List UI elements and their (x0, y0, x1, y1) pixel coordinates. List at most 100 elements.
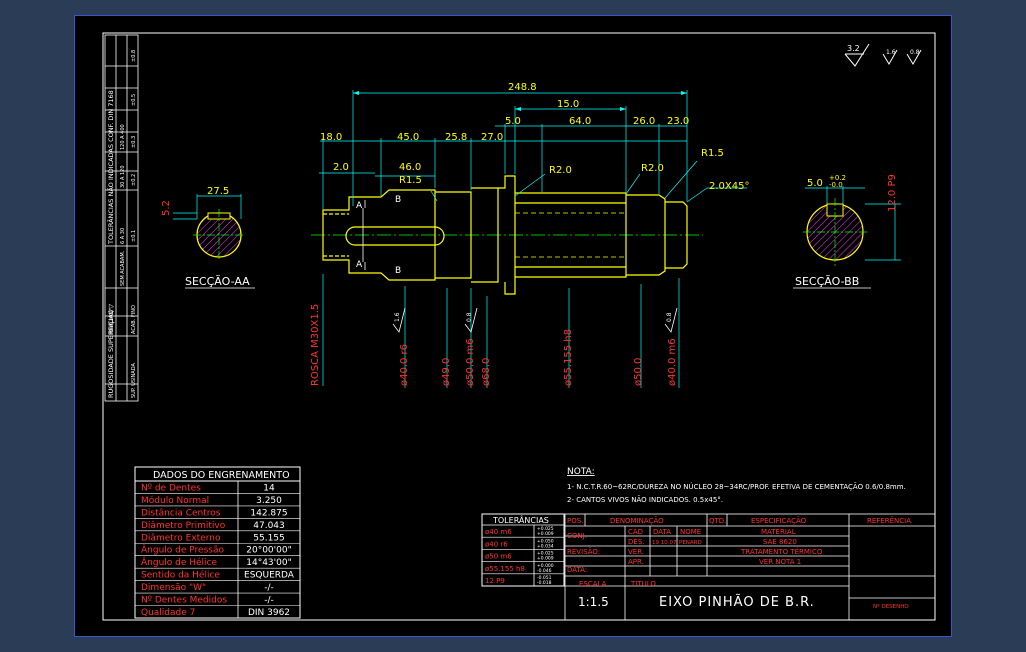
tb-denominacao: DENOMINAÇÃO (610, 516, 664, 525)
section-aa-label: SECÇÃO-AA (185, 275, 250, 288)
dim-15: 15.0 (557, 99, 579, 110)
notes-block: NOTA: 1- N.C.T.R.60~62RC/DUREZA NO NÚCLE… (567, 467, 906, 504)
rough-main-value: 3.2 (847, 44, 860, 53)
drawing-frame (102, 32, 936, 621)
gear-row-label: Diâmetro Primitivo (141, 521, 226, 531)
section-bb-label: SECÇÃO-BB (795, 275, 859, 288)
tb-drawing-no-label: Nº DESENHO (873, 603, 909, 610)
leader-rough-3: 0.8 (666, 312, 673, 322)
dim-18: 18.0 (320, 132, 342, 143)
rough-a-value: 1.6 (886, 49, 896, 56)
gear-row-value: 47.043 (253, 521, 285, 531)
side-col-roughness: RUGOSIDADE SUPERFICIAL (107, 310, 115, 398)
side-col-tolerances: TOLERÂNCIAS NÃO INDICADAS CONF. DIN 7168 (106, 90, 115, 245)
tb-material-label: MATERIAL (761, 528, 796, 536)
cad-drawing: RUGOSIDADE SUPERFICIAL Ra(µm) ▽▽ TOLERÂN… (102, 32, 936, 621)
rough-b-value: 0.8 (910, 49, 920, 56)
section-b-top: B (395, 195, 401, 205)
section-bb-depth: 12.0 P9 (887, 174, 898, 212)
dimension-lines (319, 90, 747, 388)
tb-des-date: 19.10.07 (652, 540, 677, 546)
tol-row-upper: -0.051 (537, 575, 552, 581)
section-a-markers (362, 200, 366, 270)
dia-thread: ROSCA M30X1.5 (310, 304, 321, 386)
tb-nome: NOME (680, 528, 701, 536)
tol-row-lower: -0.018 (537, 580, 552, 586)
tb-title-value: EIXO PINHÃO DE B.R. (659, 594, 815, 610)
tb-material: SAE 8620 (763, 538, 797, 546)
gear-row-value: 142.875 (250, 508, 287, 518)
note-2: 2- CANTOS VIVOS NÃO INDICADOS. 0.5x45°. (567, 495, 723, 504)
section-aa-depth: 5.2 (161, 200, 172, 216)
tb-scale-value: 1:1.5 (578, 595, 609, 609)
side-a3: 120 A 400 (120, 124, 126, 150)
gear-row-value: 3.250 (256, 496, 282, 506)
tb-des: DES. (628, 538, 644, 546)
tb-data-label: DATA: (567, 566, 587, 574)
side-b1: ACAB. FINO (131, 305, 137, 334)
diameter-labels: ROSCA M30X1.5 ø40.0 r6 ø49.0 ø50.0 m6 ø6… (310, 304, 678, 386)
shaft-outline (322, 175, 688, 295)
section-aa-width: 27.5 (207, 186, 229, 197)
tol-row-lower: -0.046 (537, 568, 552, 574)
dia-68: ø68.0 (481, 358, 492, 386)
dim-45: 45.0 (397, 132, 419, 143)
gear-row-value: -/- (264, 596, 274, 606)
dia-55: ø55.155 h8 (563, 329, 574, 386)
tb-revisao: REVISÃO: (567, 547, 600, 556)
side-table-text: RUGOSIDADE SUPERFICIAL Ra(µm) ▽▽ TOLERÂN… (106, 50, 137, 398)
gear-row-value: 55.155 (253, 533, 285, 543)
dim-r1-5b: R1.5 (701, 148, 724, 159)
gear-row-value: 14°43'00" (246, 558, 291, 568)
side-a6: ±0.2 (131, 174, 137, 186)
side-b0: SUP. USINADA (131, 363, 137, 398)
gear-row-label: Dimensão "W" (141, 583, 206, 593)
section-a-top: A (356, 201, 363, 211)
tb-referencia: REFERÊNCIA (867, 516, 911, 525)
leader-rough-1: 1.6 (394, 312, 401, 322)
dim-27: 27.0 (481, 132, 503, 143)
tol-row-lower: +0.009 (537, 556, 554, 562)
tb-data: DATA (653, 528, 671, 536)
section-a-bottom: A (356, 260, 363, 270)
tol-row-upper: +0.000 (537, 563, 554, 569)
tb-treatment: VER NOTA 1 (759, 558, 801, 566)
gear-row-label: Ângulo de Hélice (141, 556, 218, 568)
gear-row-value: 14 (263, 483, 275, 493)
gear-row-label: Ângulo de Pressão (141, 544, 224, 556)
dia-40m6: ø40.0 m6 (667, 338, 678, 386)
tol-row-upper: +0.025 (537, 551, 554, 557)
tol-row-label: 12 P9 (485, 577, 505, 585)
leader-rough-2: 0.8 (466, 312, 473, 322)
dim-chamfer: 2.0X45° (709, 181, 749, 192)
dia-40r6: ø40.0 r6 (399, 344, 410, 386)
gear-table-header: DADOS DO ENGRENAMENTO (153, 470, 290, 481)
gear-row-value: 20°00'00" (246, 546, 291, 556)
dim-r2b: R2.0 (641, 163, 664, 174)
dim-26: 26.0 (633, 116, 655, 127)
dim-46: 46.0 (399, 162, 421, 173)
section-aa-view (173, 194, 255, 289)
section-bb-view (793, 186, 901, 289)
tol-row-upper: +0.025 (537, 526, 554, 532)
dim-25-8: 25.8 (445, 132, 467, 143)
section-bb-tol-dn: -0.0 (829, 181, 843, 189)
dia-49: ø49.0 (441, 358, 452, 386)
tol-row-label: ø40 m6 (485, 528, 512, 536)
shaft-hidden-lines (515, 212, 626, 258)
drawing-sheet: RUGOSIDADE SUPERFICIAL Ra(µm) ▽▽ TOLERÂN… (74, 15, 952, 637)
side-a1: 6 A 30 (120, 228, 126, 244)
roughness-symbols (844, 43, 922, 67)
notes-title: NOTA: (567, 467, 595, 477)
dia-50m6: ø50.0 m6 (465, 338, 476, 386)
tol-row-label: ø55.155 h8 (485, 565, 525, 573)
gear-row-label: Diâmetro Externo (141, 533, 221, 543)
dim-2: 2.0 (333, 162, 349, 173)
leader-rough-symbols (392, 307, 678, 333)
dim-total: 248.8 (508, 82, 537, 93)
note-1: 1- N.C.T.R.60~62RC/DUREZA NO NÚCLEO 28~3… (567, 482, 906, 491)
dim-64: 64.0 (569, 116, 591, 127)
side-col-ra: Ra(µm) (107, 310, 115, 334)
